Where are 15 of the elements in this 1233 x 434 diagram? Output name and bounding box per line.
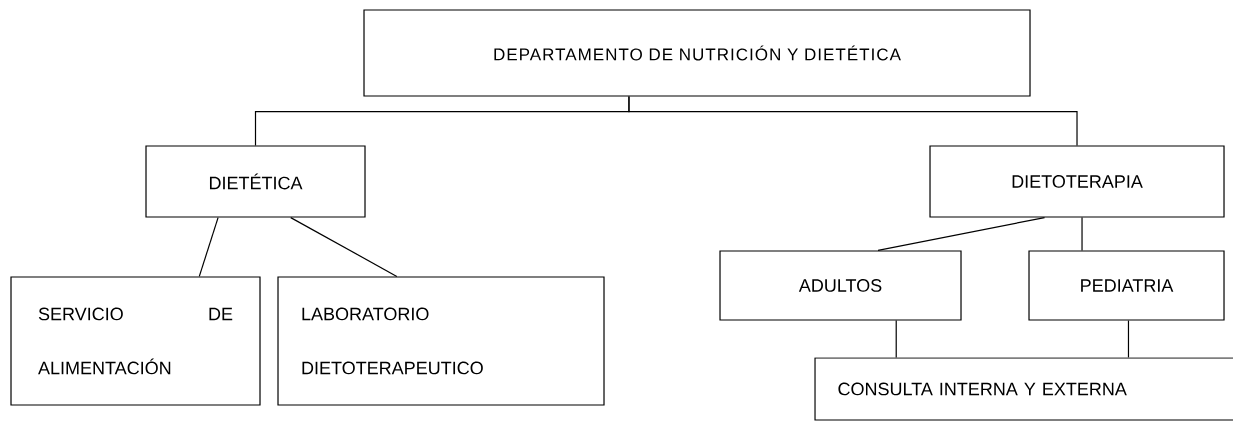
org-box: DEPARTAMENTO DE NUTRICIÓN Y DIETÉTICA (363, 9, 1031, 97)
connector-line (290, 217, 398, 277)
connector-line (628, 96, 1078, 146)
org-box: DIETÉTICA (145, 145, 366, 218)
connector-line (1081, 217, 1083, 251)
org-box: SERVICIO DE ALIMENTACIÓN (10, 276, 261, 406)
connector-line (877, 217, 1046, 251)
connector-line (895, 320, 897, 358)
org-box: LABORATORIO DIETOTERAPEUTICO (277, 276, 605, 406)
org-box: DIETOTERAPIA (929, 145, 1225, 218)
connector-line (198, 217, 219, 277)
org-box: CONSULTA INTERNA Y EXTERNA (814, 357, 1233, 421)
org-box: ADULTOS (719, 250, 962, 321)
connector-line (1127, 320, 1130, 358)
org-box: PEDIATRIA (1028, 250, 1225, 321)
